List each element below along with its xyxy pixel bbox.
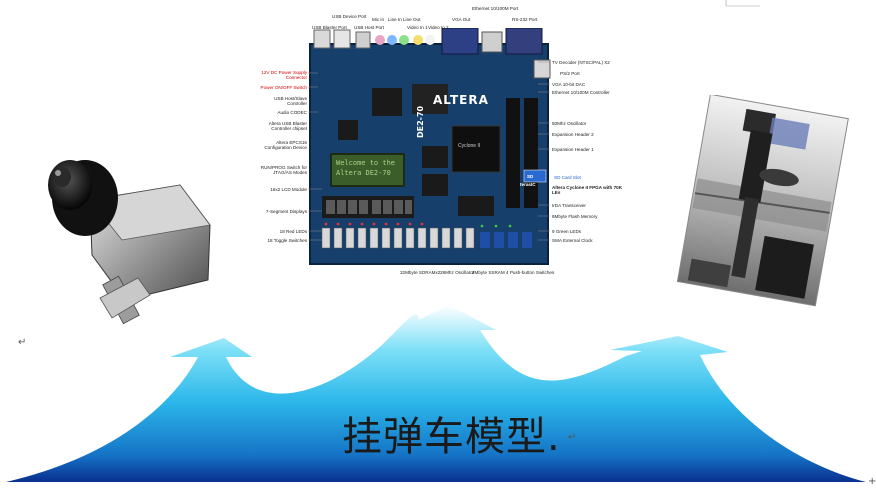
callout-push-buttons: 4 Push-button Switches	[506, 270, 555, 275]
callout-7seg: 7-Segment Displays	[265, 209, 307, 214]
callout-rs232-port: RS-232 Port	[512, 17, 538, 22]
callout-ps2-port: PS/2 Port	[560, 71, 580, 76]
callout-irda: IrDA Transceiver	[552, 203, 586, 208]
callout-50mhz-osc: 50Mhz Oscillator	[552, 121, 587, 126]
callout-sma-clock: SMA External Clock	[552, 238, 593, 243]
fpga-board-image	[309, 28, 551, 265]
callout-ssram: 2Mbyte SSRAM	[472, 270, 505, 275]
callout-sd-card-slot: SD Card Slot	[554, 175, 581, 180]
fpga-chip-label: Cyclone II	[458, 143, 481, 149]
callout-lcd-module: 16x2 LCD Module	[270, 187, 307, 192]
callout-line-in: Line In	[388, 17, 402, 22]
callout-flash-memory: 8Mbyte Flash Memory	[552, 214, 598, 219]
callout-tv-decoder: TV Decoder (NTSC/PAL) X2	[552, 60, 610, 65]
callout-green-leds: 9 Green LEDs	[552, 229, 582, 234]
paragraph-mark-left: ↵	[18, 337, 27, 348]
callout-usb-blaster-chipset: Altera USB Blaster Controller chipset	[268, 121, 307, 131]
callout-exp-header-1: Expansion Header 1	[552, 147, 594, 152]
callout-usb-blaster-port: USB Blaster Port	[312, 25, 347, 30]
paragraph-mark-caption: ↵	[568, 432, 577, 443]
callout-mic-in: Mic in	[372, 17, 384, 22]
callout-exp-header-2: Expansion Header 2	[552, 132, 594, 137]
callout-audio-codec: Audio CODEC	[277, 110, 307, 115]
callout-epcs16: Altera EPCS16 Configuration Device	[264, 140, 307, 150]
callout-red-leds: 18 Red LEDs	[279, 229, 307, 234]
terasic-logo: terasIC	[520, 182, 536, 187]
callout-vga-out: VGA Out	[452, 17, 471, 22]
callout-dc-power: 12V DC Power Supply Connector	[261, 70, 307, 80]
callout-ethernet-controller: Ethernet 10/100M Controller	[552, 90, 610, 95]
callout-usb-device-port: USB Device Port	[332, 14, 367, 19]
callout-usb-host-port: USB Host Port	[354, 25, 384, 30]
camera-image	[48, 160, 211, 325]
lcd-line: Welcome to the	[336, 159, 396, 167]
callout-ethernet-port: Ethernet 10/100M Port	[472, 6, 519, 11]
callout-video-in-2: Video In 2	[428, 25, 449, 30]
callout-power-switch: Power ON/OFF Switch	[260, 85, 307, 90]
caption-text: 挂弹车模型.	[342, 414, 561, 460]
tri-arrow-shape	[6, 305, 866, 482]
callout-sdram: 32Mbyte SDRAMx2	[400, 270, 441, 275]
callout-toggle-switches: 18 Toggle Switches	[267, 238, 308, 243]
callout-line-out: Line Out	[403, 17, 421, 22]
callout-28mhz-osc: 28Mhz Oscillator	[440, 270, 475, 275]
sd-logo: SD	[527, 174, 534, 179]
callout-run-prog-switch: RUN/PROG Switch for JTAG/AS Modes	[260, 165, 307, 175]
callout-vga-dac: VGA 10-bit DAC	[552, 82, 586, 87]
callout-usb-host-slave: USB Host/Slave Controller	[274, 96, 307, 106]
lcd-line: Altera DE2-70	[336, 169, 391, 177]
lcd-module: Welcome to the Altera DE2-70	[330, 153, 405, 187]
paragraph-mark-right: +	[868, 476, 876, 487]
vehicle-photo	[676, 95, 849, 307]
callout-video-in-1: Video In 1	[407, 25, 428, 30]
callout-cyclone-fpga: Altera Cyclone II FPGA with 70K LEs	[552, 185, 623, 195]
